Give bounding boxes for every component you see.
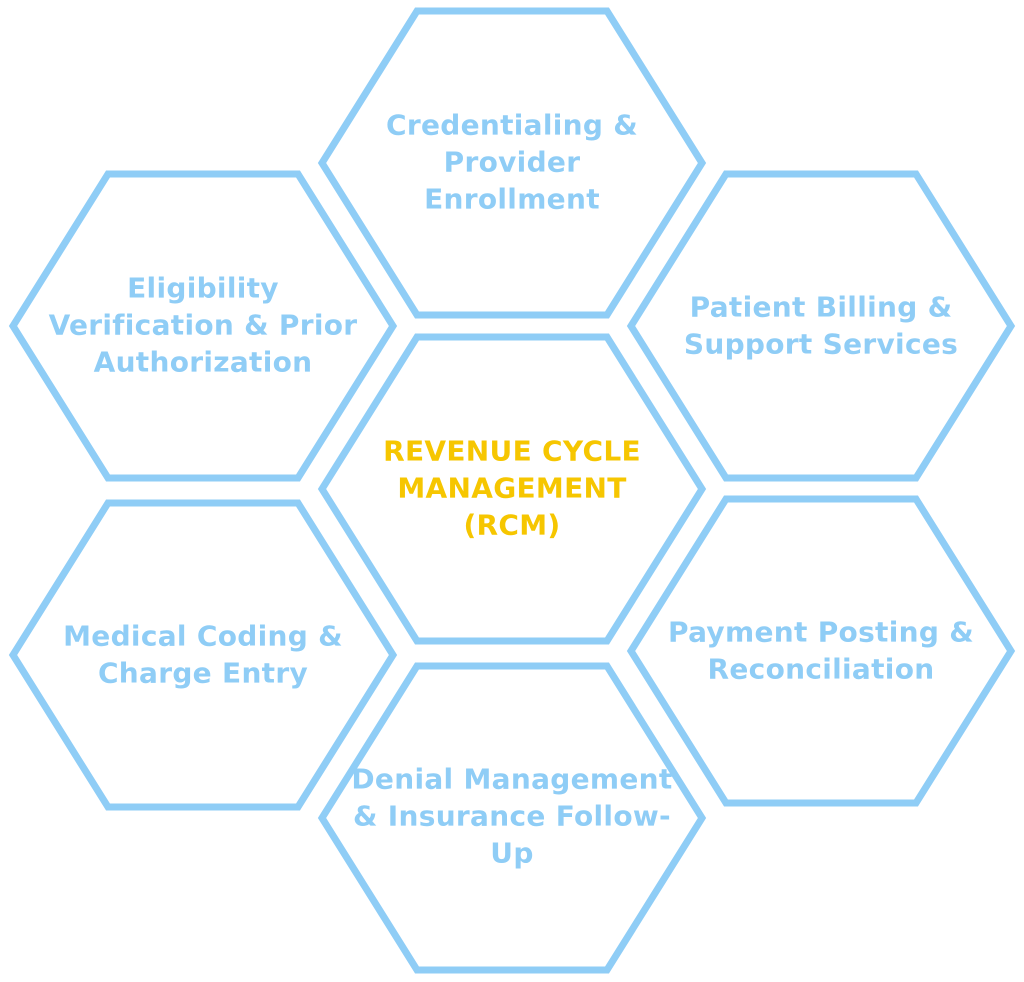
hexagon-label-line: Up [490, 837, 533, 870]
hexagon-bottom: Denial Management & Insurance Follow- Up [317, 662, 707, 974]
hexagon-label-line: Verification & Prior [49, 309, 358, 342]
hexagon-outline [626, 495, 1016, 807]
hexagon-label-line: Support Services [684, 328, 958, 361]
hexagon-label-line: Authorization [94, 346, 313, 379]
hexagon-upper-right: Patient Billing & Support Services [626, 170, 1016, 482]
hexagon-label-line: Credentialing & [386, 109, 638, 142]
hexagon-label-line: Enrollment [424, 183, 600, 216]
hexagon-lower-right: Payment Posting & Reconciliation [626, 495, 1016, 807]
hexagon-label-line: & Insurance Follow- [353, 800, 671, 833]
hexagon-label-line: Patient Billing & [690, 291, 953, 324]
hexagon-outline [317, 7, 707, 319]
center-title-line: REVENUE CYCLE [383, 435, 641, 468]
hexagon-label-line: Denial Management [351, 763, 672, 796]
hexagon-outline [317, 333, 707, 645]
hexagon-label-line: Eligibility [127, 272, 279, 305]
hexagon-center: REVENUE CYCLE MANAGEMENT (RCM) [317, 333, 707, 645]
hexagon-lower-left: Medical Coding & Charge Entry [8, 499, 398, 811]
hexagon-outline [8, 499, 398, 811]
center-title-line: MANAGEMENT [397, 472, 626, 505]
hexagon-outline [317, 662, 707, 974]
hexagon-label-line: Payment Posting & [668, 616, 974, 649]
hexagon-label-line: Provider [444, 146, 581, 179]
hexagon-outline [626, 170, 1016, 482]
center-title-line: (RCM) [463, 509, 560, 542]
hexagon-label-line: Charge Entry [98, 657, 308, 690]
hexagon-label-line: Reconciliation [708, 653, 935, 686]
hexagon-label-line: Medical Coding & [63, 620, 343, 653]
hexagon-outline [8, 170, 398, 482]
